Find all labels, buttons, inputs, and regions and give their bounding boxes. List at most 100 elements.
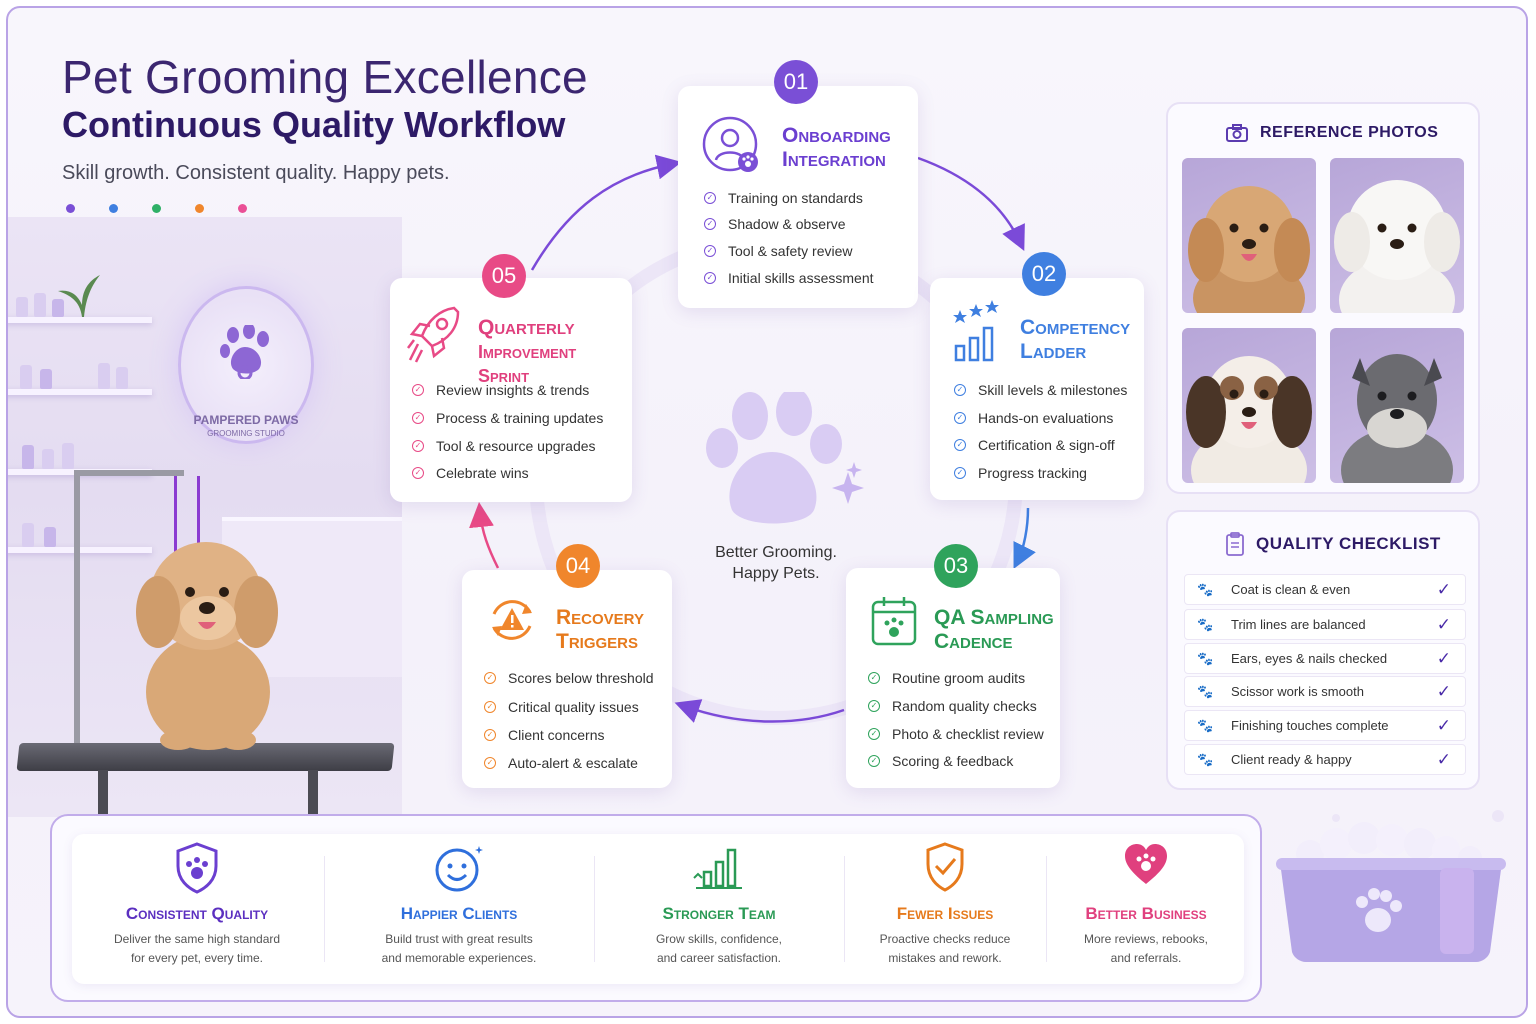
step-item-text: Training on standards (728, 190, 863, 206)
step-card-recovery[interactable]: Recovery Triggers ✓ Scores below threshol… (462, 570, 672, 788)
step-title-line-2: Integration (782, 148, 886, 171)
step-item: ✓Process & training updates (412, 410, 603, 426)
quality-checklist-title-text: QUALITY CHECKLIST (1256, 534, 1441, 553)
benefit-title: Happier Clients (400, 904, 518, 923)
check-icon: ✓ (484, 729, 496, 741)
dog-photo-3 (1186, 356, 1312, 483)
divider (324, 856, 325, 962)
step-title-line-1: Recovery (556, 606, 644, 629)
benefit-title: Consistent Quality (125, 904, 269, 923)
benefit-better-business: Better Business More reviews, rebooks,an… (1048, 834, 1244, 984)
stars-chart-icon (953, 300, 999, 362)
step-item-text: Client concerns (508, 727, 605, 743)
benefit-desc-line: for every pet, every time. (130, 951, 264, 965)
step-item-text: Scoring & feedback (892, 753, 1014, 769)
step-title-line-2: Triggers (556, 630, 639, 653)
step-item: ✓Tool & safety review (704, 243, 853, 259)
bottle (22, 523, 34, 547)
bottle (116, 367, 128, 389)
photo-apricot-doodle[interactable] (1182, 158, 1316, 313)
check-icon: ✓ (954, 439, 966, 451)
step-item: ✓Critical quality issues (484, 699, 639, 715)
step-card-competency[interactable]: Competency Ladder ✓Skill levels & milest… (930, 278, 1144, 500)
step-item: ✓Tool & resource upgrades (412, 438, 596, 454)
benefit-desc-line: and memorable experiences. (381, 951, 537, 965)
step-title-line-1: Quarterly (478, 316, 575, 339)
bath-tub-illustration (1276, 810, 1506, 962)
check-icon: ✓ (1436, 715, 1451, 735)
center-paw-icon (706, 392, 864, 524)
shield-paw-icon (176, 842, 218, 894)
step-item-text: Photo & checklist review (892, 726, 1044, 742)
check-icon: ✓ (868, 728, 880, 740)
checklist-item[interactable]: 🐾Coat is clean & even✓ (1184, 574, 1466, 605)
step-item: ✓Routine groom audits (868, 670, 1025, 686)
benefit-stronger-team: Stronger Team Grow skills, confidence,an… (596, 834, 842, 984)
step-card-quarterly-sprint[interactable]: Quarterly Improvement Sprint ✓Review ins… (390, 278, 632, 502)
checklist-item[interactable]: 🐾Scissor work is smooth✓ (1184, 676, 1466, 707)
step-item-text: Scores below threshold (508, 670, 654, 686)
check-icon: ✓ (704, 272, 716, 284)
photo-tricolor-dog[interactable] (1182, 328, 1316, 483)
alert-refresh-icon (492, 600, 532, 640)
step-item: ✓ Photo & checklist review (868, 726, 1044, 742)
check-icon: ✓ (704, 245, 716, 257)
step-title-line-2: Cadence (934, 630, 1013, 653)
photo-white-bichon[interactable] (1330, 158, 1464, 313)
checklist-item[interactable]: 🐾Ears, eyes & nails checked✓ (1184, 643, 1466, 674)
step-card-qa-sampling[interactable]: QA Sampling Cadence ✓Routine groom audit… (846, 568, 1060, 788)
color-dots (66, 204, 247, 213)
dot-green (152, 204, 161, 213)
checklist-item-text: Scissor work is smooth (1231, 684, 1364, 699)
step-item: ✓Progress tracking (954, 465, 1087, 481)
step-title: Onboarding Integration (782, 124, 891, 172)
camera-icon (1226, 124, 1248, 142)
benefit-happier-clients: Happier Clients Build trust with great r… (326, 834, 592, 984)
bottle (34, 293, 46, 317)
benefit-title: Better Business (1085, 904, 1207, 923)
check-icon: ✓ (1436, 648, 1451, 668)
benefit-desc: Proactive checks reduce mistakes and rewo… (846, 930, 1044, 968)
checklist-item-text: Coat is clean & even (1231, 582, 1351, 597)
plant-icon (58, 275, 100, 317)
step-item: ✓Initial skills assessment (704, 270, 874, 286)
check-icon: ✓ (868, 700, 880, 712)
photo-schnauzer[interactable] (1330, 328, 1464, 483)
grooming-arm-top (74, 470, 184, 476)
checklist-item-text: Client ready & happy (1231, 752, 1352, 767)
step-item-text: Tool & resource upgrades (436, 438, 596, 454)
benefit-desc-line: Proactive checks reduce (879, 932, 1011, 946)
checklist-item[interactable]: 🐾Client ready & happy✓ (1184, 744, 1466, 775)
step-item: ✓ Certification & sign-off (954, 437, 1115, 453)
step-title-line-1: Competency (1020, 316, 1131, 339)
step-item-text: Certification & sign-off (978, 437, 1115, 453)
step-badge: 03 (934, 544, 978, 588)
benefit-title: Stronger Team (662, 904, 776, 923)
check-icon: ✓ (1436, 681, 1451, 701)
benefits-inner: Consistent Quality Deliver the same high… (72, 834, 1244, 984)
step-item: ✓Auto-alert & escalate (484, 755, 638, 771)
step-card-onboarding[interactable]: Onboarding Integration ✓ Training on stan… (678, 86, 918, 308)
poodle-illustration (136, 542, 278, 750)
tagline: Skill growth. Consistent quality. Happy … (62, 162, 450, 184)
shelf (8, 317, 152, 323)
check-icon: ✓ (868, 672, 880, 684)
sign-subtitle: GROOMING STUDIO (207, 429, 285, 438)
center-caption: Better Grooming. Happy Pets. (676, 542, 876, 584)
step-item-text: Progress tracking (978, 465, 1087, 481)
quality-checklist-title: QUALITY CHECKLIST (1226, 532, 1441, 556)
rocket-icon (407, 306, 460, 363)
step-item: ✓Review insights & trends (412, 382, 589, 398)
quality-checklist-panel: QUALITY CHECKLIST 🐾Coat is clean & even✓… (1166, 510, 1480, 790)
check-icon: ✓ (954, 384, 966, 396)
check-icon: ✓ (954, 412, 966, 424)
checklist-item[interactable]: 🐾Trim lines are balanced✓ (1184, 609, 1466, 640)
benefit-desc-line: Build trust with great results (385, 932, 533, 946)
checklist-item[interactable]: 🐾Finishing touches complete✓ (1184, 710, 1466, 741)
step-item-text: Celebrate wins (436, 465, 529, 481)
benefit-desc-line: mistakes and rework. (888, 951, 1002, 965)
step-item-text: Random quality checks (892, 698, 1037, 714)
divider (594, 856, 595, 962)
step-title-line-1: Onboarding (782, 124, 891, 147)
